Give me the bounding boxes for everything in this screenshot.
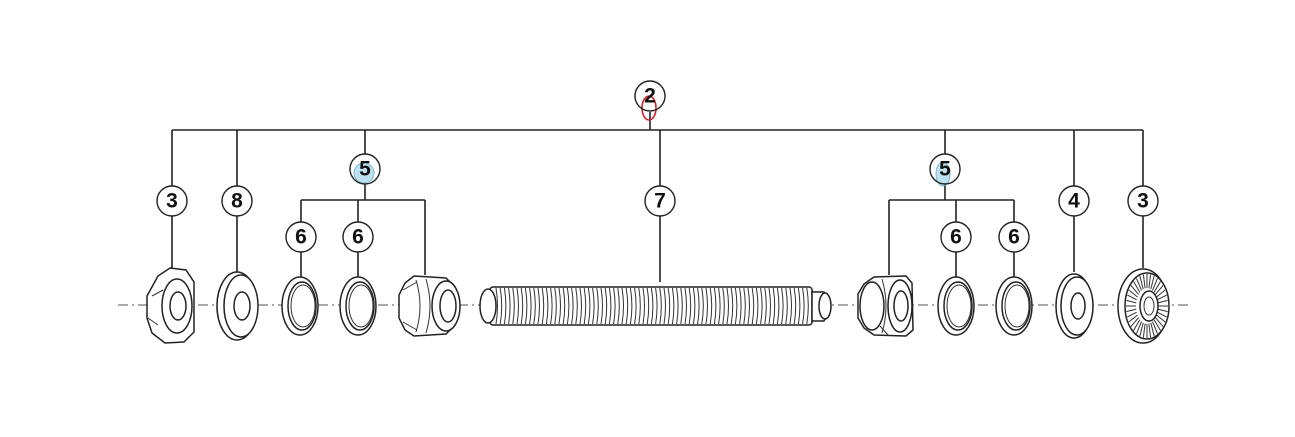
axle [479,286,832,326]
callout-top[interactable]: 2 [634,80,666,112]
svg-text:6: 6 [1008,226,1020,249]
svg-text:3: 3 [1137,190,1149,213]
svg-text:4: 4 [1068,190,1080,213]
callout-left-washer[interactable]: 8 [221,185,253,217]
svg-text:3: 3 [166,190,178,213]
left-ring-a [281,276,319,336]
right-ring-a [937,276,975,336]
callout-right-cone-group[interactable]: 5 [929,153,961,185]
left-end-nut [146,267,195,344]
callout-right-ring-a[interactable]: 6 [940,221,972,253]
left-washer [216,271,259,341]
right-end-nut [1117,268,1170,344]
svg-text:5: 5 [359,158,371,181]
callout-right-end-nut[interactable]: 3 [1127,185,1159,217]
svg-text:5: 5 [939,158,951,181]
highlight-right-5 [935,161,951,187]
svg-text:6: 6 [352,226,364,249]
svg-text:6: 6 [950,226,962,249]
highlight-left-5 [353,162,375,184]
left-cone [398,275,461,337]
svg-text:8: 8 [231,190,243,213]
svg-text:7: 7 [654,190,666,213]
callout-left-ring-a[interactable]: 6 [285,221,317,253]
callout-left-cone-group[interactable]: 5 [349,153,381,185]
callout-right-washer[interactable]: 4 [1058,185,1090,217]
callout-right-ring-b[interactable]: 6 [998,221,1030,253]
callout-left-ring-b[interactable]: 6 [342,221,374,253]
callout-axle[interactable]: 7 [644,185,676,217]
svg-text:2: 2 [644,85,656,108]
right-cone [857,275,914,337]
callout-left-end-nut[interactable]: 3 [156,185,188,217]
leader-lines [171,112,1144,282]
left-ring-b [339,276,377,336]
svg-text:6: 6 [295,226,307,249]
right-ring-b [995,276,1033,336]
right-washer [1055,273,1094,339]
